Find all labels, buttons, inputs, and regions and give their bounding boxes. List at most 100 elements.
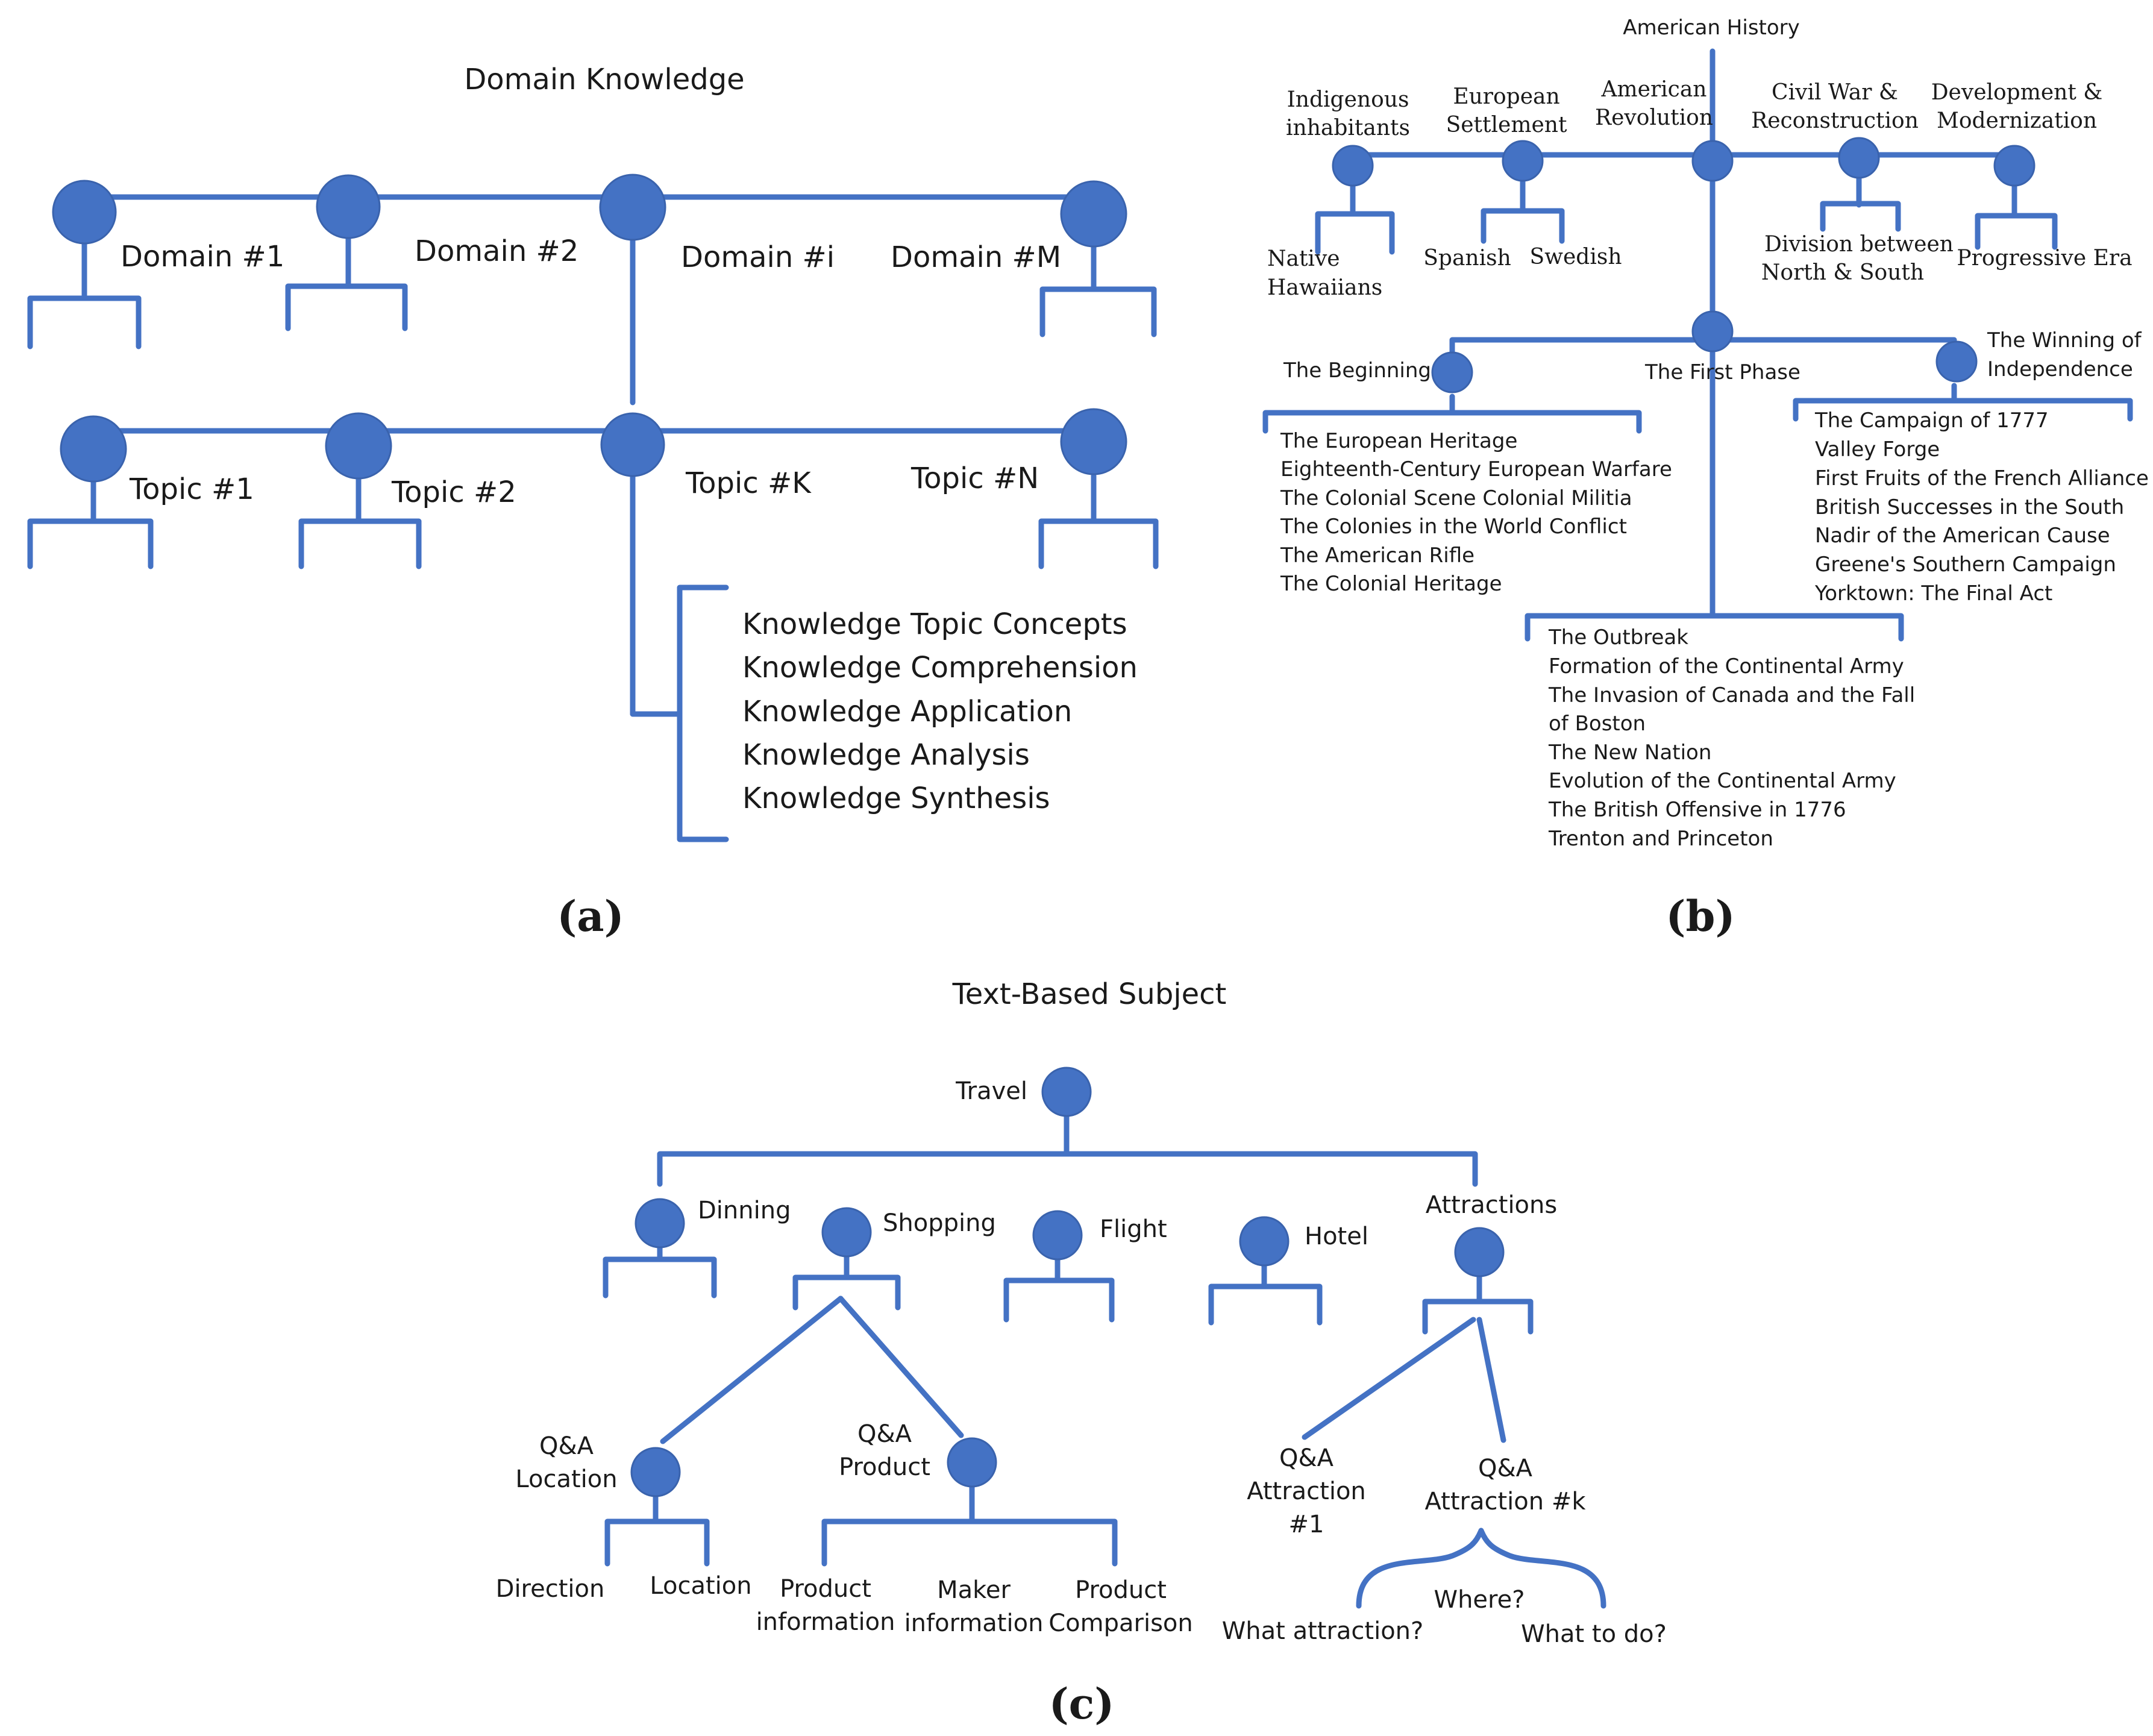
qa-attraction-label: Q&A <box>1478 1455 1533 1482</box>
panel-b-title: American History <box>1623 16 1800 40</box>
panel-c-labels: Travel Dinning Shopping Flight Hotel Att… <box>496 1077 1667 1648</box>
travel-node <box>1041 1067 1092 1117</box>
phase-label: The Winning of <box>1987 328 2142 353</box>
qa-location-label: Q&A <box>539 1432 594 1460</box>
domain-1-node <box>52 180 117 245</box>
product-leaf: Product <box>780 1575 871 1603</box>
attraction-question: Where? <box>1434 1586 1525 1614</box>
panel-a-labels: Domain #1 Domain #2 Domain #i Domain #M … <box>121 234 1061 509</box>
era-child-label: Hawaiians <box>1267 275 1382 300</box>
phase-item: The European Heritage <box>1280 429 1517 453</box>
phase-label: The First Phase <box>1644 360 1800 384</box>
knowledge-levels: Knowledge Topic Concepts Knowledge Compr… <box>742 607 1138 815</box>
panel-a: Domain Knowledge <box>27 63 1159 941</box>
phase-item: Yorktown: The Final Act <box>1814 581 2052 606</box>
knowledge-level: Knowledge Application <box>742 695 1072 729</box>
era-node <box>1993 145 2035 187</box>
category-label: Hotel <box>1305 1223 1368 1250</box>
era-child-label: Progressive Era <box>1957 246 2132 271</box>
phase-label: Independence <box>1987 357 2133 381</box>
category-node <box>1239 1216 1290 1267</box>
phase-item: The Outbreak <box>1548 625 1688 650</box>
phase-label: The Beginning <box>1283 359 1431 383</box>
era-child-label: Spanish <box>1423 246 1511 271</box>
topic-n-label: Topic #N <box>910 462 1039 495</box>
panel-c-edges <box>603 1112 1606 1609</box>
era-label: American <box>1601 77 1707 102</box>
panel-b: American History Indigenous inhabi <box>1262 16 2149 941</box>
knowledge-level: Knowledge Analysis <box>742 738 1030 772</box>
attraction-question: What attraction? <box>1222 1617 1424 1645</box>
qa-attraction-label: #1 <box>1289 1511 1324 1538</box>
product-leaf: Product <box>1075 1576 1167 1604</box>
panel-a-edges <box>27 194 1159 842</box>
era-label: inhabitants <box>1286 116 1410 140</box>
era-node <box>1332 145 1374 187</box>
era-label: Revolution <box>1595 105 1713 130</box>
phase-3-items: The Campaign of 1777 Valley Forge First … <box>1814 409 2149 606</box>
phase-node <box>1935 340 1978 383</box>
qa-location-node <box>630 1447 681 1497</box>
phase-item: Formation of the Continental Army <box>1549 654 1904 678</box>
phase-item: Greene's Southern Campaign <box>1815 553 2116 577</box>
era-child-labels: Native Hawaiians Spanish Swedish Divisio… <box>1267 232 2133 300</box>
topic-1-label: Topic #1 <box>129 472 254 506</box>
product-leaf: Maker <box>937 1576 1011 1604</box>
knowledge-level: Knowledge Comprehension <box>742 651 1138 685</box>
domain-1-label: Domain #1 <box>121 240 284 274</box>
domain-2-label: Domain #2 <box>415 234 578 268</box>
qa-product-label: Product <box>839 1453 930 1481</box>
category-node <box>1454 1227 1505 1277</box>
phase-item: First Fruits of the French Alliance <box>1815 466 2149 490</box>
phase-item: Nadir of the American Cause <box>1815 524 2110 548</box>
phase-item: of Boston <box>1549 712 1646 736</box>
phase-item: The British Offensive in 1776 <box>1548 798 1846 822</box>
phase-item: The Colonial Scene Colonial Militia <box>1280 486 1632 510</box>
domain-m-node <box>1060 180 1127 248</box>
phase-item: The Campaign of 1777 <box>1814 409 2049 433</box>
phase-item: The Invasion of Canada and the Fall <box>1548 683 1915 707</box>
category-node <box>635 1198 685 1249</box>
era-node <box>1502 140 1544 182</box>
panel-b-caption: (b) <box>1666 891 1735 941</box>
knowledge-level: Knowledge Topic Concepts <box>742 607 1127 641</box>
product-leaf: information <box>904 1609 1044 1637</box>
phase-item: Eighteenth-Century European Warfare <box>1280 457 1672 481</box>
phase-node <box>1431 351 1473 393</box>
category-node <box>1032 1210 1083 1261</box>
phase-item: The American Rifle <box>1280 544 1475 568</box>
phase-item: Valley Forge <box>1815 437 1940 462</box>
qa-location-label: Location <box>515 1465 617 1493</box>
qa-attraction-label: Q&A <box>1279 1444 1334 1472</box>
panel-b-nodes <box>1332 137 2035 393</box>
panel-c-caption: (c) <box>1049 1679 1115 1729</box>
topic-2-node <box>325 412 392 480</box>
era-labels: Indigenous inhabitants European Settleme… <box>1286 77 2102 140</box>
qa-attraction-label: Attraction #k <box>1425 1488 1587 1515</box>
domain-2-node <box>316 174 381 239</box>
qa-attraction-label: Attraction <box>1247 1477 1366 1505</box>
category-label: Attractions <box>1426 1191 1557 1219</box>
phase-item: Trenton and Princeton <box>1548 827 1773 851</box>
panel-a-title: Domain Knowledge <box>464 63 744 96</box>
era-label: European <box>1453 84 1559 109</box>
phase-item: The Colonies in the World Conflict <box>1280 515 1627 539</box>
domain-i-node <box>599 174 666 241</box>
phase-labels: The Beginning The First Phase The Winnin… <box>1283 328 2142 384</box>
knowledge-level: Knowledge Synthesis <box>742 782 1050 815</box>
category-label: Dinning <box>698 1197 791 1224</box>
era-node <box>1691 140 1734 182</box>
era-node <box>1838 137 1880 179</box>
category-node <box>821 1207 872 1258</box>
era-label: Modernization <box>1937 108 2097 133</box>
era-child-label: Swedish <box>1530 245 1622 269</box>
era-child-label: North & South <box>1761 260 1924 285</box>
category-label: Shopping <box>883 1209 996 1237</box>
panel-c: Text-Based Subject <box>496 977 1667 1729</box>
attraction-question: What to do? <box>1521 1620 1667 1648</box>
phase-item: Evolution of the Continental Army <box>1549 769 1896 793</box>
domain-m-label: Domain #M <box>891 240 1061 274</box>
era-label: Reconstruction <box>1751 108 1919 133</box>
